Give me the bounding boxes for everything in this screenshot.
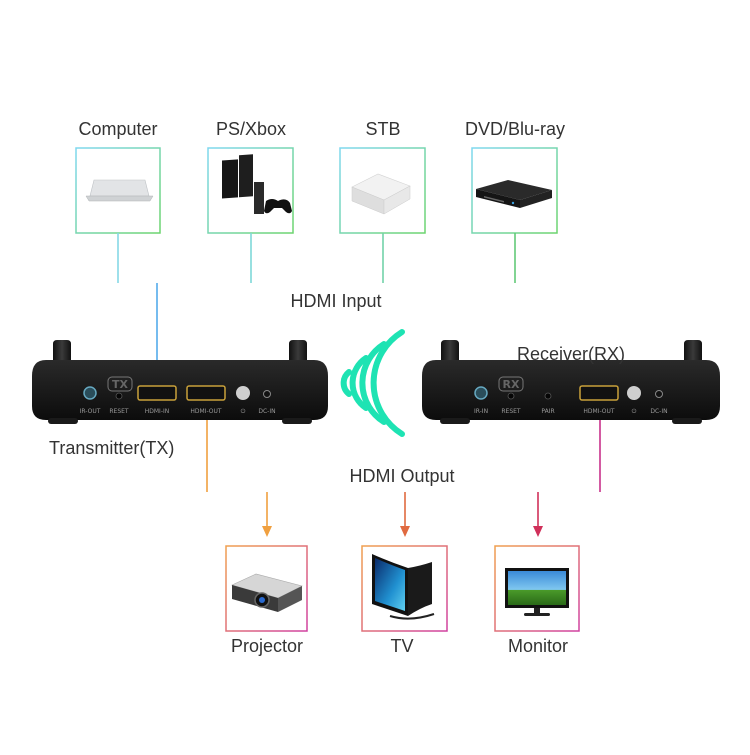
projector-icon — [231, 573, 303, 612]
output-tv — [361, 545, 448, 632]
hdmi-in-port — [137, 385, 177, 401]
port-label: PAIR — [541, 408, 554, 415]
port-label: IR-OUT — [80, 408, 101, 415]
port-label: ⏻ — [632, 408, 637, 415]
transmitter-device: TX IR-OUT RESET HDMI-IN HDMI-OUT ⏻ DC-IN — [32, 340, 328, 424]
port-label: RESET — [109, 408, 129, 415]
ir-out-jack — [83, 386, 97, 400]
monitor-icon — [505, 568, 569, 616]
ir-in-jack — [474, 386, 488, 400]
reset-button — [507, 392, 515, 400]
port-label: DC-IN — [650, 408, 667, 415]
antenna — [289, 340, 307, 366]
port-label: HDMI-OUT — [583, 408, 615, 415]
antenna — [684, 340, 702, 366]
transmitter-label: Transmitter(TX) — [49, 438, 175, 458]
dc-in-jack — [263, 390, 271, 398]
antenna — [441, 340, 459, 366]
hdmi-output-lines — [206, 420, 601, 537]
antenna — [53, 340, 71, 366]
output-monitor — [494, 545, 580, 632]
source-label-console: PS/Xbox — [215, 119, 287, 139]
game-console-icon — [222, 154, 292, 214]
receiver-label: Receiver(RX) — [516, 344, 626, 364]
reset-button — [115, 392, 123, 400]
tx-badge: TX — [112, 378, 129, 391]
source-computer — [75, 147, 161, 234]
tv-icon — [372, 554, 435, 620]
source-label-dvd: DVD/Blu-ray — [464, 119, 566, 139]
output-label-monitor: Monitor — [507, 636, 569, 656]
hdmi-output-label: HDMI Output — [349, 466, 455, 486]
source-label-computer: Computer — [78, 119, 158, 139]
port-label: HDMI-OUT — [190, 408, 222, 415]
port-label: IR-IN — [474, 408, 488, 415]
hdmi-input-label: HDMI Input — [290, 291, 382, 311]
power-button — [627, 386, 641, 400]
hdmi-out-port — [579, 385, 619, 401]
wireless-signal-icon — [340, 329, 405, 437]
port-label: DC-IN — [258, 408, 275, 415]
power-button — [236, 386, 250, 400]
output-label-tv: TV — [390, 636, 414, 656]
receiver-device: RX IR-IN RESET PAIR HDMI-OUT ⏻ DC-IN — [422, 340, 720, 424]
hdmi-out-port — [186, 385, 226, 401]
source-dvd — [471, 147, 558, 234]
dvd-player-icon — [476, 180, 552, 208]
output-projector — [225, 545, 308, 632]
port-label: ⏻ — [241, 408, 246, 415]
source-label-stb: STB — [365, 119, 401, 139]
port-label: RESET — [501, 408, 521, 415]
source-console — [207, 147, 294, 234]
port-label: HDMI-IN — [145, 408, 170, 415]
dc-in-jack — [655, 390, 663, 398]
laptop-icon — [85, 179, 154, 202]
pair-button — [544, 392, 552, 400]
output-label-projector: Projector — [230, 636, 304, 656]
rx-badge: RX — [503, 378, 520, 391]
set-top-box-icon — [351, 173, 411, 215]
source-stb — [339, 147, 426, 234]
